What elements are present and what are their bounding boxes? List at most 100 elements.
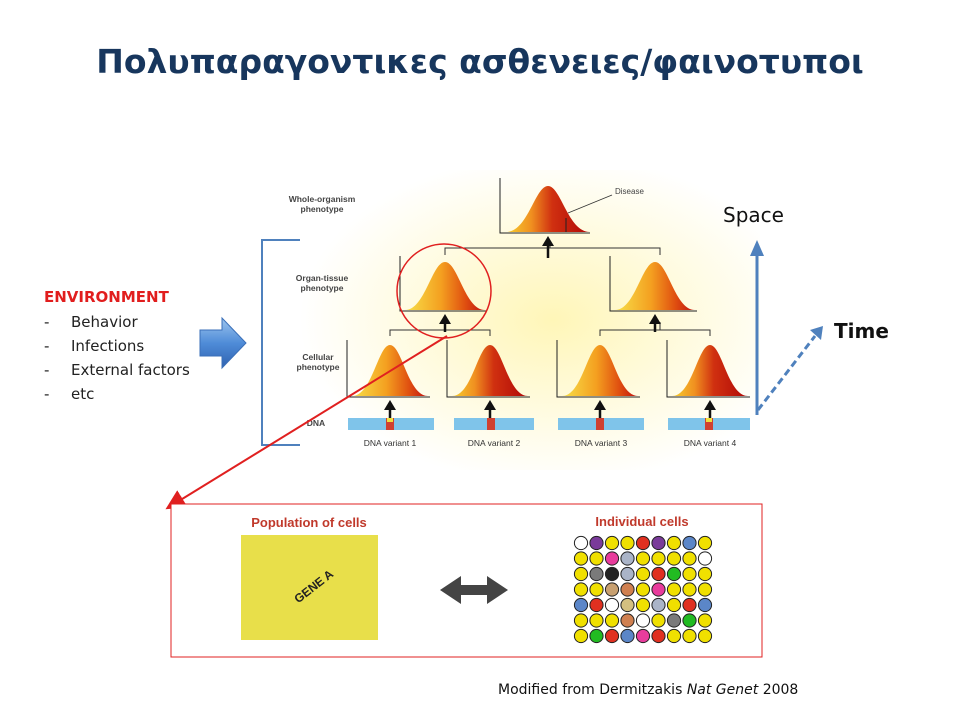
time-axis-label: Time [834,319,889,343]
cell-circle [635,551,651,566]
individual-title: Individual cells [595,514,688,529]
distribution-curve-cell-4 [666,340,750,418]
environment-heading: ENVIRONMENT [44,288,169,306]
cell-circle [651,535,666,551]
dna-bar-3 [558,418,644,430]
cell-circle [635,613,651,628]
gene-a-box [241,535,378,640]
cell-circle [573,582,589,597]
cell-circle [573,613,589,628]
level-label-dna: DNA [307,418,325,428]
cell-circle [604,551,620,566]
dna-bar-4 [668,418,750,430]
cell-circle [589,535,604,551]
level-label-whole-2: phenotype [301,204,344,214]
environment-item: -External factors [44,361,190,379]
cell-circle [620,535,635,551]
environment-item-label: Infections [71,337,145,355]
cell-circle [697,628,713,644]
cell-circle [682,582,697,597]
cell-circle [682,551,697,566]
cell-circle [666,597,682,613]
cell-circle [604,535,620,551]
dna-bar-1 [348,418,434,430]
distribution-curve-organ-right [609,256,697,332]
cell-circle [589,597,604,613]
cell-circle [697,566,713,582]
cell-circle [635,582,651,597]
cell-circle [666,551,682,566]
cell-circle [666,535,682,551]
cell-circle [666,613,682,628]
cell-circle [666,566,682,582]
slide-title: Πολυπαραγοντικες ασθενειες/φαινοτυποι [96,42,864,81]
cell-circle [635,597,651,613]
distribution-curve-cell-3 [556,340,640,418]
cell-circle [697,597,713,613]
environment-bracket [261,239,300,446]
environment-item-label: Behavior [71,313,138,331]
zoom-pointer-arrow [165,335,448,510]
cell-circle [666,582,682,597]
cell-circle [697,613,713,628]
space-axis-label: Space [723,203,784,227]
population-title: Population of cells [251,515,367,530]
level-label-organ-2: phenotype [301,283,344,293]
cell-circle [697,551,713,566]
environment-item: -etc [44,385,95,403]
cell-circle [635,628,651,644]
space-axis-arrow [750,240,764,415]
environment-item-label: etc [71,385,95,403]
dna-variant-label-2: DNA variant 2 [468,438,521,448]
cell-circle [573,597,589,613]
cell-circle [682,597,697,613]
cell-circle [651,628,666,644]
cell-circle [651,597,666,613]
environment-item: -Infections [44,337,145,355]
cell-circle [573,628,589,644]
cell-circle [604,582,620,597]
cell-circle [651,551,666,566]
dna-variant-label-1: DNA variant 1 [364,438,417,448]
cell-circle [682,613,697,628]
dna-variant-label-3: DNA variant 3 [575,438,628,448]
cell-circle [573,551,589,566]
cell-circle [620,597,635,613]
cell-circle [697,535,713,551]
environment-item: -Behavior [44,313,138,331]
cell-circle [682,566,697,582]
cell-circle [604,597,620,613]
cell-circle [682,628,697,644]
cell-circle [589,613,604,628]
cell-circle [620,628,635,644]
cell-circle [589,628,604,644]
environment-item-label: External factors [71,361,190,379]
cell-circle [635,566,651,582]
distribution-curve-cell-2 [446,340,530,418]
distribution-curve-whole-organism: Disease [499,178,644,258]
cell-circle [620,582,635,597]
cell-circle [620,613,635,628]
disease-label: Disease [615,187,644,196]
level-label-organ-1: Organ-tissue [296,273,349,283]
source-credit: Modified from Dermitzakis Nat Genet 2008 [498,682,799,698]
cell-circle [573,566,589,582]
double-arrow-icon [440,576,508,604]
cell-circle [620,566,635,582]
cell-circle [682,535,697,551]
individual-cells-grid [573,535,713,644]
cell-circle [651,582,666,597]
environment-arrow-icon [199,316,247,370]
cell-circle [604,566,620,582]
time-axis-arrow [756,326,823,411]
cell-circle [651,566,666,582]
level-label-cell-2: phenotype [297,362,340,372]
level-label-cell-1: Cellular [302,352,334,362]
level-label-whole-1: Whole-organism [289,194,356,204]
cell-circle [589,566,604,582]
cell-circle [697,582,713,597]
environment-panel: ENVIRONMENT -Behavior -Infections -Exter… [44,288,190,406]
cell-circle [666,628,682,644]
cell-circle [589,551,604,566]
cell-circle [620,551,635,566]
